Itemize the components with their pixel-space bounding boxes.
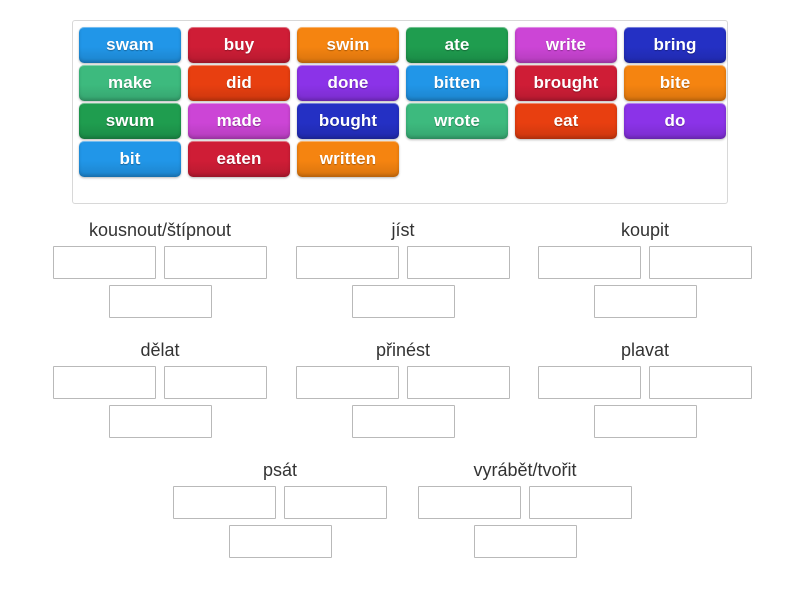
slot-row-bottom bbox=[525, 405, 765, 438]
word-tile-bought[interactable]: bought bbox=[297, 103, 399, 139]
group-label: jíst bbox=[391, 220, 415, 240]
group-label: psát bbox=[262, 460, 298, 480]
drop-slot[interactable] bbox=[407, 246, 510, 279]
slot-row-top bbox=[405, 486, 645, 519]
drop-slot[interactable] bbox=[593, 285, 697, 318]
drop-slot[interactable] bbox=[529, 486, 632, 519]
group-label: přinést bbox=[375, 340, 431, 360]
drop-slot[interactable] bbox=[473, 525, 577, 558]
drop-slot[interactable] bbox=[164, 366, 267, 399]
word-tile-do[interactable]: do bbox=[624, 103, 726, 139]
group-label: kousnout/štípnout bbox=[88, 220, 232, 240]
slot-row-bottom bbox=[40, 405, 280, 438]
word-tile-written[interactable]: written bbox=[297, 141, 399, 177]
drop-slot[interactable] bbox=[649, 366, 752, 399]
slot-row-top bbox=[160, 486, 400, 519]
word-tile-made[interactable]: made bbox=[188, 103, 290, 139]
drop-slot[interactable] bbox=[173, 486, 276, 519]
word-tile-bitten[interactable]: bitten bbox=[406, 65, 508, 101]
word-tile-make[interactable]: make bbox=[79, 65, 181, 101]
word-tile-bring[interactable]: bring bbox=[624, 27, 726, 63]
drop-slot[interactable] bbox=[649, 246, 752, 279]
group-label: vyrábět/tvořit bbox=[473, 460, 577, 480]
word-tile-write[interactable]: write bbox=[515, 27, 617, 63]
drop-slot[interactable] bbox=[538, 366, 641, 399]
word-tile-swam[interactable]: swam bbox=[79, 27, 181, 63]
answer-group-5: plavat bbox=[525, 338, 765, 438]
slot-row-top bbox=[283, 366, 523, 399]
drop-slot[interactable] bbox=[164, 246, 267, 279]
slot-row-bottom bbox=[283, 405, 523, 438]
drop-slot[interactable] bbox=[418, 486, 521, 519]
drop-slot[interactable] bbox=[538, 246, 641, 279]
word-tile-eat[interactable]: eat bbox=[515, 103, 617, 139]
word-tile-swim[interactable]: swim bbox=[297, 27, 399, 63]
word-tile-bit[interactable]: bit bbox=[79, 141, 181, 177]
slot-row-bottom bbox=[160, 525, 400, 558]
word-tile-bite[interactable]: bite bbox=[624, 65, 726, 101]
drop-slot[interactable] bbox=[351, 285, 455, 318]
answer-group-3: dělat bbox=[40, 338, 280, 438]
answer-group-4: přinést bbox=[283, 338, 523, 438]
drop-slot[interactable] bbox=[284, 486, 387, 519]
slot-row-bottom bbox=[525, 285, 765, 318]
drop-slot[interactable] bbox=[228, 525, 332, 558]
word-tile-buy[interactable]: buy bbox=[188, 27, 290, 63]
drop-slot[interactable] bbox=[108, 405, 212, 438]
word-tile-did[interactable]: did bbox=[188, 65, 290, 101]
drop-slot[interactable] bbox=[53, 366, 156, 399]
drop-slot[interactable] bbox=[351, 405, 455, 438]
word-tile-wrote[interactable]: wrote bbox=[406, 103, 508, 139]
slot-row-top bbox=[40, 366, 280, 399]
slot-row-bottom bbox=[40, 285, 280, 318]
word-tile-brought[interactable]: brought bbox=[515, 65, 617, 101]
answer-group-7: vyrábět/tvořit bbox=[405, 458, 645, 558]
word-tile-ate[interactable]: ate bbox=[406, 27, 508, 63]
slot-row-bottom bbox=[405, 525, 645, 558]
drop-slot[interactable] bbox=[108, 285, 212, 318]
slot-row-top bbox=[283, 246, 523, 279]
slot-row-top bbox=[525, 366, 765, 399]
drop-slot[interactable] bbox=[593, 405, 697, 438]
word-tile-swum[interactable]: swum bbox=[79, 103, 181, 139]
answer-group-0: kousnout/štípnout bbox=[40, 218, 280, 318]
answer-group-6: psát bbox=[160, 458, 400, 558]
word-tile-done[interactable]: done bbox=[297, 65, 399, 101]
slot-row-top bbox=[525, 246, 765, 279]
answer-group-2: koupit bbox=[525, 218, 765, 318]
drop-slot[interactable] bbox=[296, 366, 399, 399]
slot-row-bottom bbox=[283, 285, 523, 318]
drop-slot[interactable] bbox=[296, 246, 399, 279]
word-tile-eaten[interactable]: eaten bbox=[188, 141, 290, 177]
answer-group-1: jíst bbox=[283, 218, 523, 318]
group-label: koupit bbox=[620, 220, 670, 240]
drop-slot[interactable] bbox=[53, 246, 156, 279]
slot-row-top bbox=[40, 246, 280, 279]
group-label: dělat bbox=[140, 340, 180, 360]
drop-slot[interactable] bbox=[407, 366, 510, 399]
group-label: plavat bbox=[620, 340, 670, 360]
